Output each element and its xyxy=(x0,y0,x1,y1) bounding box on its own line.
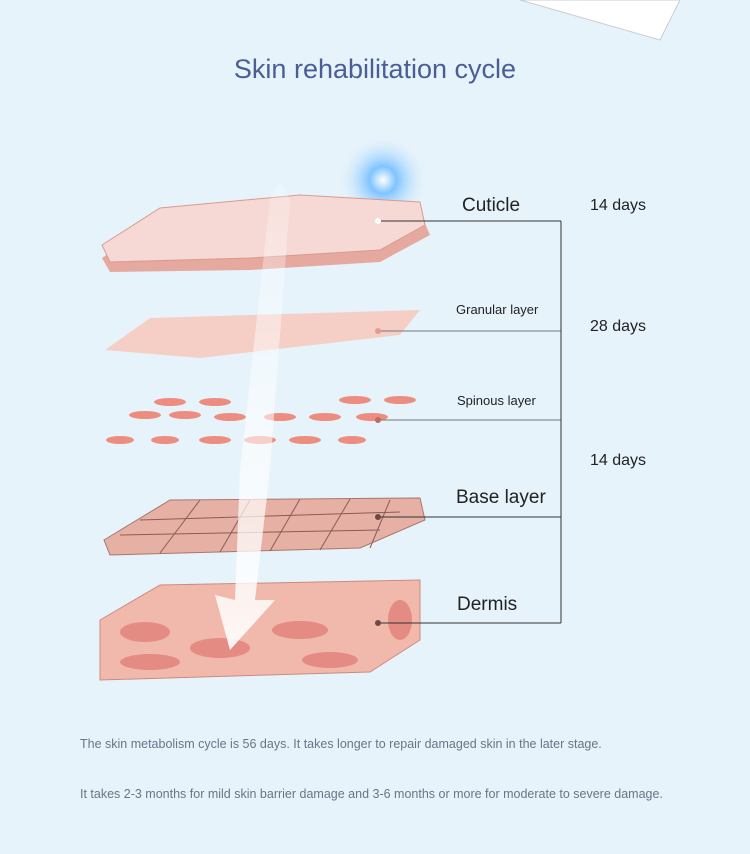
duration-granular-spinous: 28 days xyxy=(590,318,647,335)
connector-lines xyxy=(378,220,562,624)
label-granular-layer: Granular layer xyxy=(456,302,539,317)
paper-corner xyxy=(519,0,681,41)
page-title: Skin rehabilitation cycle xyxy=(233,54,517,84)
dermis-layer xyxy=(99,579,421,681)
marker-dots xyxy=(375,218,381,626)
downward-arrow xyxy=(215,180,290,650)
label-spinous-layer: Spinous layer xyxy=(457,393,536,408)
duration-cuticle: 14 days xyxy=(590,197,647,214)
note-repair-time: It takes 2-3 months for mild skin barrie… xyxy=(80,787,663,801)
label-cuticle: Cuticle xyxy=(462,195,521,216)
duration-base: 14 days xyxy=(590,452,647,469)
label-base-layer: Base layer xyxy=(456,487,546,508)
base-layer xyxy=(103,497,426,556)
label-dermis: Dermis xyxy=(457,594,518,615)
note-metabolism-cycle: The skin metabolism cycle is 56 days. It… xyxy=(80,737,602,751)
